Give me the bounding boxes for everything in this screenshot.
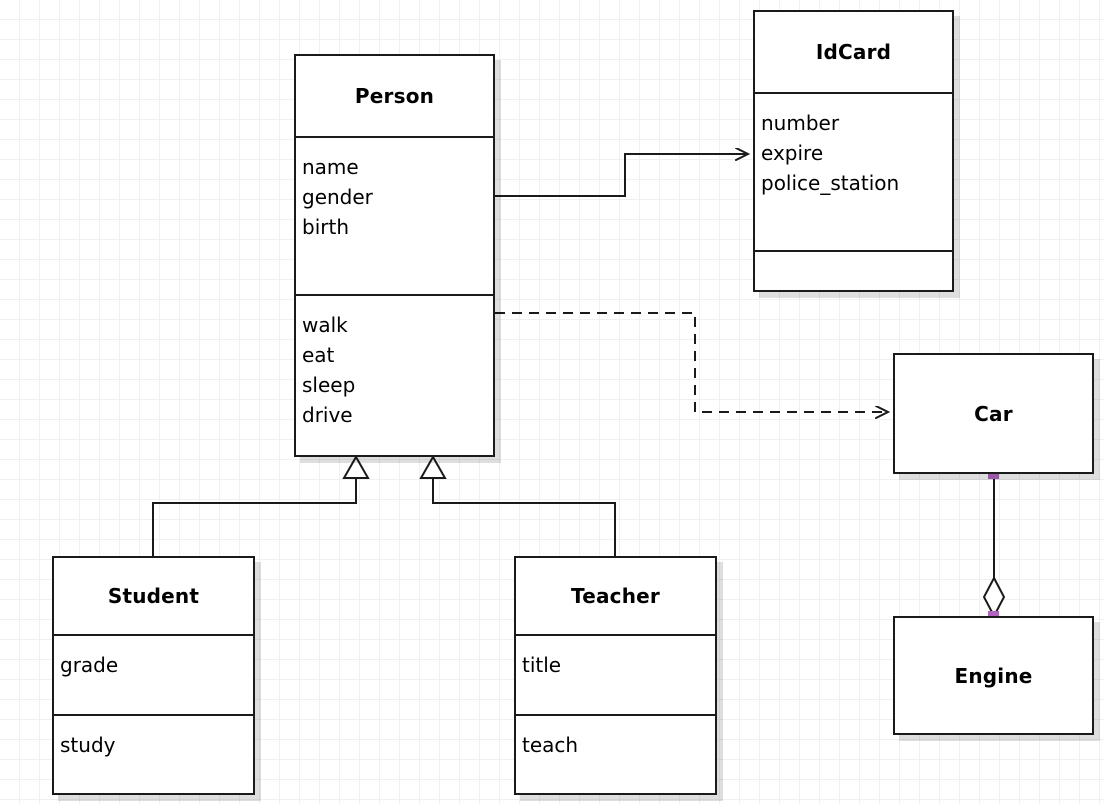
attribute-row: number: [761, 111, 840, 135]
attribute-row: title: [522, 653, 562, 677]
edge-person-idcard[interactable]: [495, 154, 748, 197]
edge-student-person[interactable]: [152, 454, 370, 556]
class-name-student: Student: [107, 584, 200, 608]
class-box-car[interactable]: Car: [893, 353, 1094, 474]
hollow-triangle-icon: [342, 454, 370, 479]
hollow-triangle-icon: [419, 454, 447, 479]
class-box-person[interactable]: Person name gender birth walk eat sleep …: [294, 54, 495, 457]
edge-teacher-person[interactable]: [419, 454, 616, 556]
operation-row: drive: [302, 403, 353, 427]
edge-car-engine[interactable]: [982, 474, 1006, 619]
class-name-engine: Engine: [954, 663, 1033, 688]
attribute-row: police_station: [761, 171, 900, 195]
class-box-idcard[interactable]: IdCard number expire police_station: [753, 10, 954, 292]
operation-row: walk: [302, 313, 348, 337]
class-name-idcard: IdCard: [815, 40, 892, 64]
teacher-name-compartment: Teacher: [516, 558, 715, 634]
operation-row: study: [60, 733, 116, 757]
student-operations-compartment: study: [54, 714, 253, 793]
car-name-compartment: Car: [895, 355, 1092, 472]
engine-name-compartment: Engine: [895, 618, 1092, 733]
attribute-row: gender: [302, 185, 373, 209]
person-operations-compartment: walk eat sleep drive: [296, 294, 493, 455]
class-name-person: Person: [354, 84, 435, 108]
attribute-row: name: [302, 155, 359, 179]
student-attributes-compartment: grade: [54, 634, 253, 714]
idcard-attributes-compartment: number expire police_station: [755, 92, 952, 250]
student-name-compartment: Student: [54, 558, 253, 634]
edge-person-car[interactable]: [495, 312, 888, 412]
class-box-student[interactable]: Student grade study: [52, 556, 255, 795]
teacher-operations-compartment: teach: [516, 714, 715, 793]
operation-row: teach: [522, 733, 579, 757]
person-attributes-compartment: name gender birth: [296, 136, 493, 294]
operation-row: eat: [302, 343, 335, 367]
class-name-car: Car: [974, 401, 1013, 426]
attribute-row: expire: [761, 141, 824, 165]
attribute-row: birth: [302, 215, 349, 239]
operation-row: sleep: [302, 373, 356, 397]
class-box-teacher[interactable]: Teacher title teach: [514, 556, 717, 795]
attribute-row: grade: [60, 653, 119, 677]
idcard-operations-compartment: [755, 250, 952, 290]
idcard-name-compartment: IdCard: [755, 12, 952, 92]
class-box-engine[interactable]: Engine: [893, 616, 1094, 735]
teacher-attributes-compartment: title: [516, 634, 715, 714]
person-name-compartment: Person: [296, 56, 493, 136]
class-name-teacher: Teacher: [571, 584, 660, 608]
